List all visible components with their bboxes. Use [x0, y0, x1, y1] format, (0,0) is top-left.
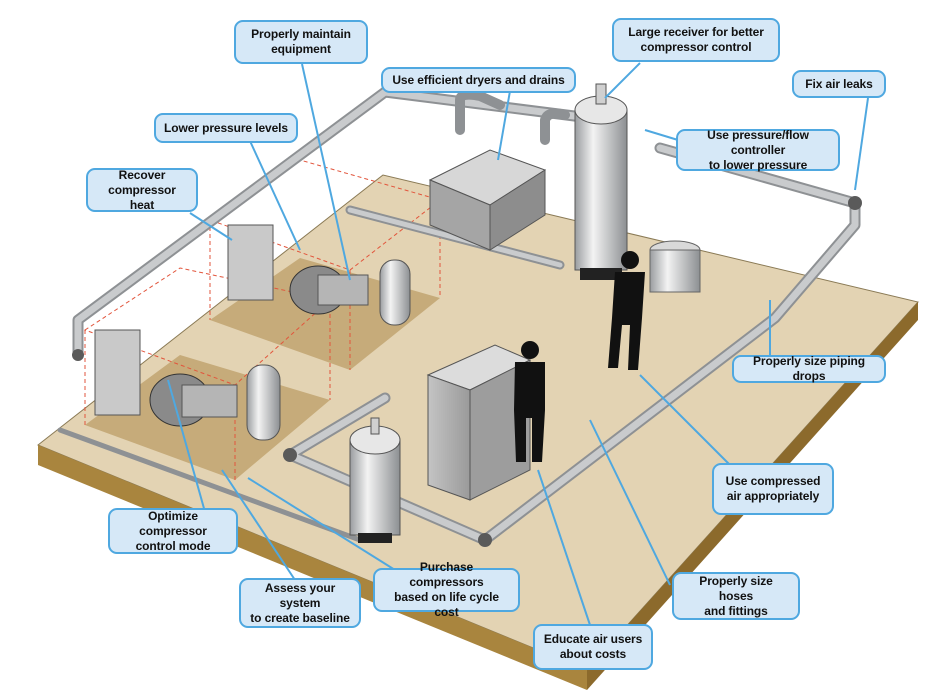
callout-large-receiver: Large receiver for better compressor con… [612, 18, 780, 62]
large-receiver-tank [574, 83, 628, 280]
callout-size-piping-drops: Properly size piping drops [732, 354, 886, 383]
callout-efficient-dryers: Use efficient dryers and drains [381, 67, 576, 93]
storage-drum-body [649, 249, 701, 293]
compressor-rear [227, 224, 411, 326]
callout-fix-air-leaks: Fix air leaks [792, 70, 886, 98]
callout-purchase-life-cycle: Purchase compressors based on life cycle… [373, 560, 520, 619]
pipe-elbows [72, 196, 862, 547]
callout-leader-lines [167, 62, 869, 626]
callout-recover-compressor-heat: Recover compressor heat [86, 168, 198, 212]
compressor-front [94, 329, 281, 441]
dryer-unit [428, 149, 547, 251]
front-receiver-tank [349, 417, 401, 543]
callout-assess-baseline: Assess your system to create baseline [239, 578, 361, 628]
floor-front-edge [38, 445, 587, 690]
worker-silhouettes [514, 251, 645, 462]
callout-lower-pressure-levels: Lower pressure levels [154, 113, 298, 143]
callout-properly-maintain-equipment: Properly maintain equipment [234, 20, 368, 64]
callout-pressure-flow-controller: Use pressure/flow controller to lower pr… [676, 128, 840, 172]
callout-use-air-appropriately: Use compressed air appropriately [712, 463, 834, 515]
callout-optimize-control-mode: Optimize compressor control mode [108, 508, 238, 554]
callout-size-hoses-fittings: Properly size hoses and fittings [672, 572, 800, 620]
callout-educate-air-users: Educate air users about costs [533, 624, 653, 670]
